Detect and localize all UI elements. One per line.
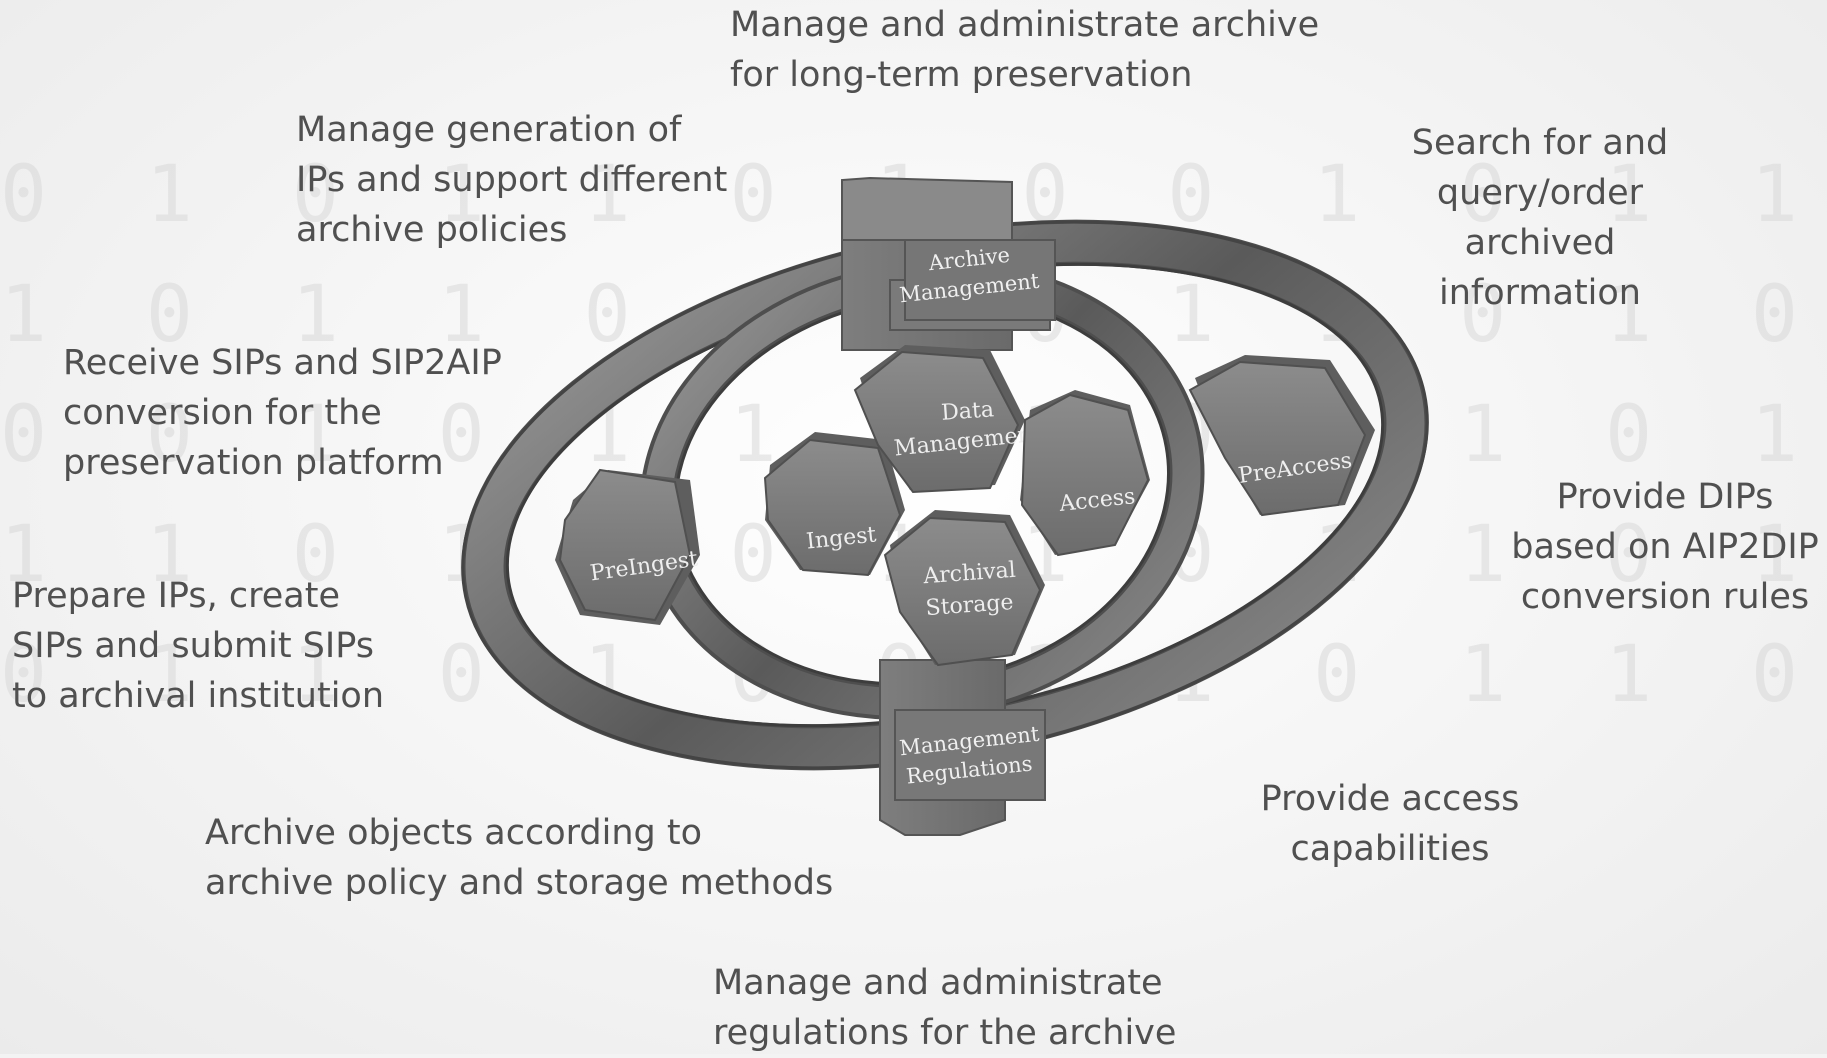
- archive-management-block[interactable]: Archive Management: [841, 176, 1056, 351]
- archival-storage-description: Archive objects according to archive pol…: [205, 813, 834, 903]
- management-regulations-description: Manage and administrate regulations for …: [713, 963, 1177, 1053]
- data-management-description: Manage generation of IPs and support dif…: [296, 110, 728, 250]
- data-management-hexagon[interactable]: Data Management: [853, 345, 1042, 494]
- data-management-label-line1: Data: [940, 397, 994, 426]
- archive-management-description: Manage and administrate archive for long…: [730, 5, 1320, 95]
- archival-storage-hexagon[interactable]: Archival Storage: [883, 510, 1045, 667]
- access-hexagon[interactable]: Access: [1020, 390, 1150, 557]
- preingest-description: Prepare IPs, create SIPs and submit SIPs…: [12, 576, 385, 716]
- preaccess-description: Search for and query/order archived info…: [1411, 123, 1669, 313]
- ingest-hexagon[interactable]: Ingest: [763, 432, 905, 577]
- management-regulations-block[interactable]: Management Regulations: [879, 659, 1046, 836]
- archival-storage-label-line2: Storage: [925, 590, 1014, 621]
- preingest-hexagon[interactable]: PreIngest: [555, 468, 700, 625]
- access-dip-description: Provide DIPs based on AIP2DIP conversion…: [1511, 477, 1819, 617]
- ingest-description: Receive SIPs and SIP2AIP conversion for …: [63, 343, 502, 483]
- access-description: Provide access capabilities: [1260, 779, 1520, 869]
- preaccess-hexagon[interactable]: PreAccess: [1188, 355, 1375, 517]
